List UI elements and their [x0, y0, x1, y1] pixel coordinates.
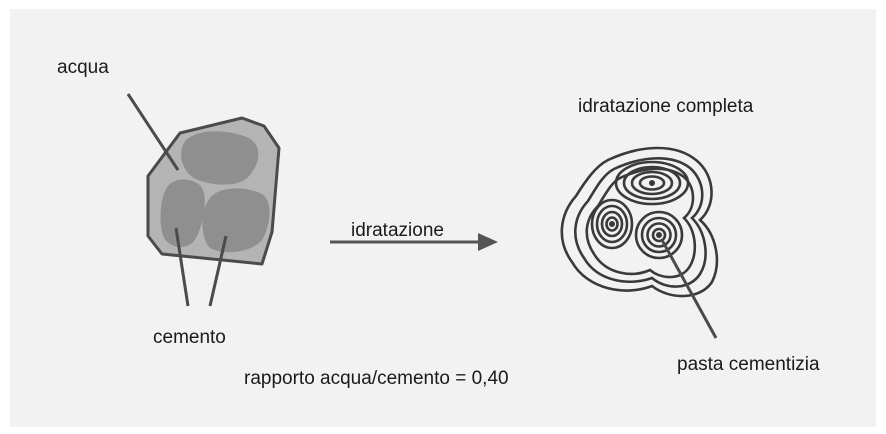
cement-grain-top — [181, 131, 259, 185]
cement-leader-line-right — [208, 235, 228, 307]
label-cement-paste: pasta cementizia — [677, 354, 820, 375]
label-ratio: rapporto acqua/cemento = 0,40 — [244, 368, 509, 389]
cement-grain-left — [160, 179, 205, 247]
label-cement: cemento — [153, 327, 226, 348]
label-hydration-arrow: idratazione — [351, 220, 444, 241]
cement-leader-line-left — [174, 227, 190, 307]
hydration-arrow — [330, 233, 498, 251]
label-water: acqua — [57, 57, 109, 78]
cement-grain-right — [202, 188, 270, 253]
paste-leader-line — [660, 239, 718, 339]
label-complete-hydration: idratazione completa — [578, 96, 754, 117]
unhydrated-mix — [126, 93, 281, 307]
hydrated-paste — [560, 146, 719, 298]
water-leader-line — [126, 93, 180, 171]
